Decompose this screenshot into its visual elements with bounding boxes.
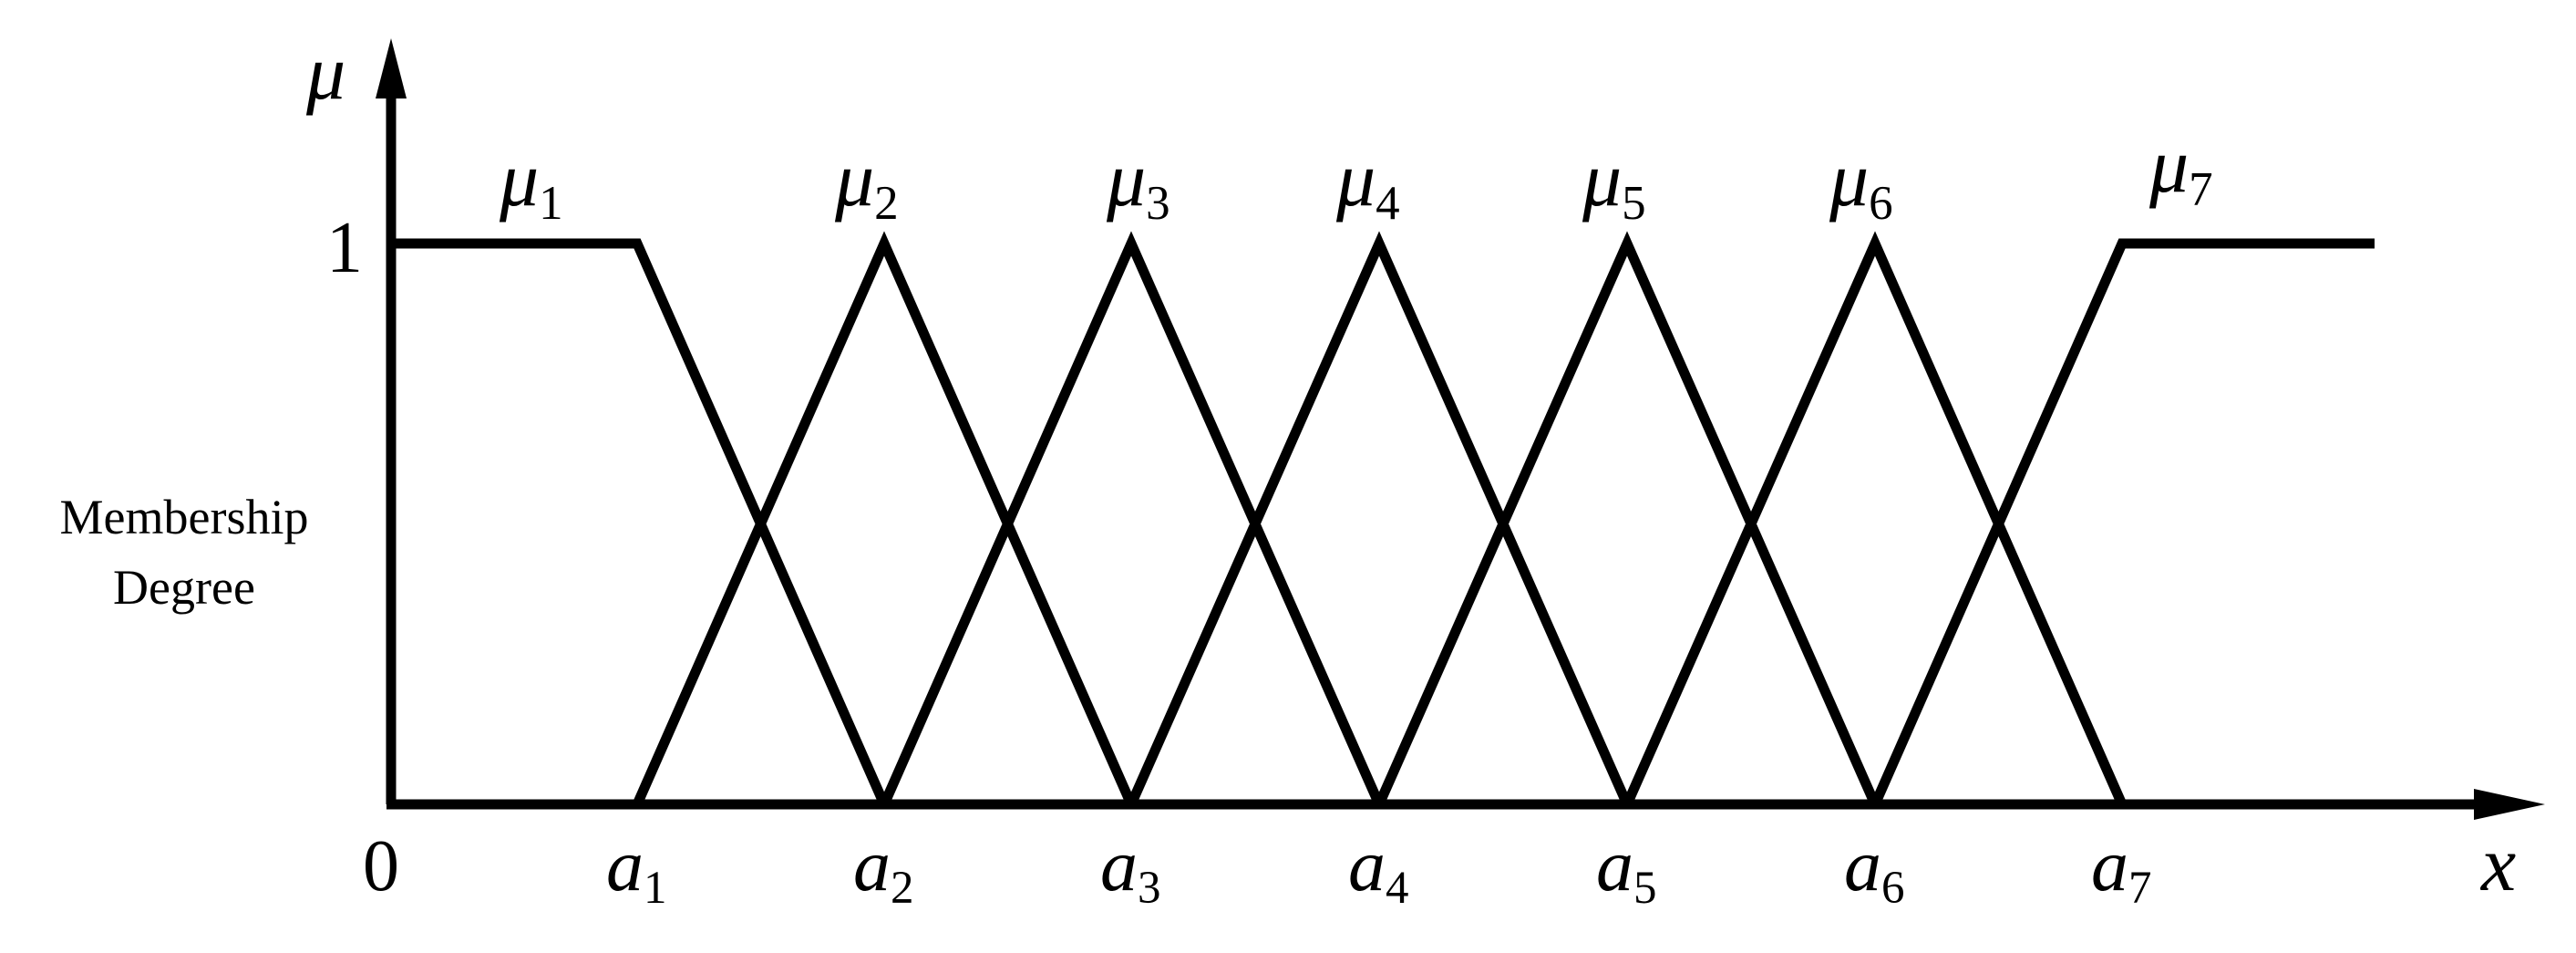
series-label-6: μ6 [1829,135,1893,230]
series-label-7: μ7 [2148,121,2213,216]
y-axis-label-line-2: Degree [113,560,255,615]
series-label-1: μ1 [499,135,563,230]
x-tick-label-a5: a5 [1596,824,1657,914]
x-tick-label-a3: a3 [1100,824,1161,914]
membership-line-3 [879,231,1385,807]
x-tick-label-a1: a1 [606,824,667,914]
membership-line-5 [1374,231,1880,807]
series-label-4: μ4 [1335,135,1400,230]
y-axis-symbol: μ [305,28,345,116]
origin-label: 0 [363,826,399,906]
membership-line-4 [1126,231,1633,807]
membership-function-lines [391,231,2375,807]
x-axis-arrow-icon [2474,789,2545,820]
x-tick-label-a2: a2 [853,824,914,914]
x-axis-symbol: x [2479,820,2516,907]
membership-line-1 [391,238,890,807]
x-tick-label-a4: a4 [1348,824,1409,914]
series-label-5: μ5 [1582,135,1646,230]
membership-line-2 [632,231,1137,807]
series-label-3: μ3 [1106,135,1170,230]
membership-line-6 [1622,231,2128,807]
x-tick-label-a6: a6 [1844,824,1905,914]
series-label-2: μ2 [834,135,899,230]
y-axis-label-line-1: Membership [60,490,309,544]
series-labels: μ1 μ2 μ3 μ4 μ5 μ6 μ7 [499,121,2213,230]
y-tick-label-1: 1 [326,208,363,288]
membership-line-7 [1870,238,2375,807]
x-tick-labels: a1 a2 a3 a4 a5 a6 a7 [606,824,2152,914]
x-tick-label-a7: a7 [2091,824,2152,914]
y-axis-arrow-icon [376,38,407,98]
